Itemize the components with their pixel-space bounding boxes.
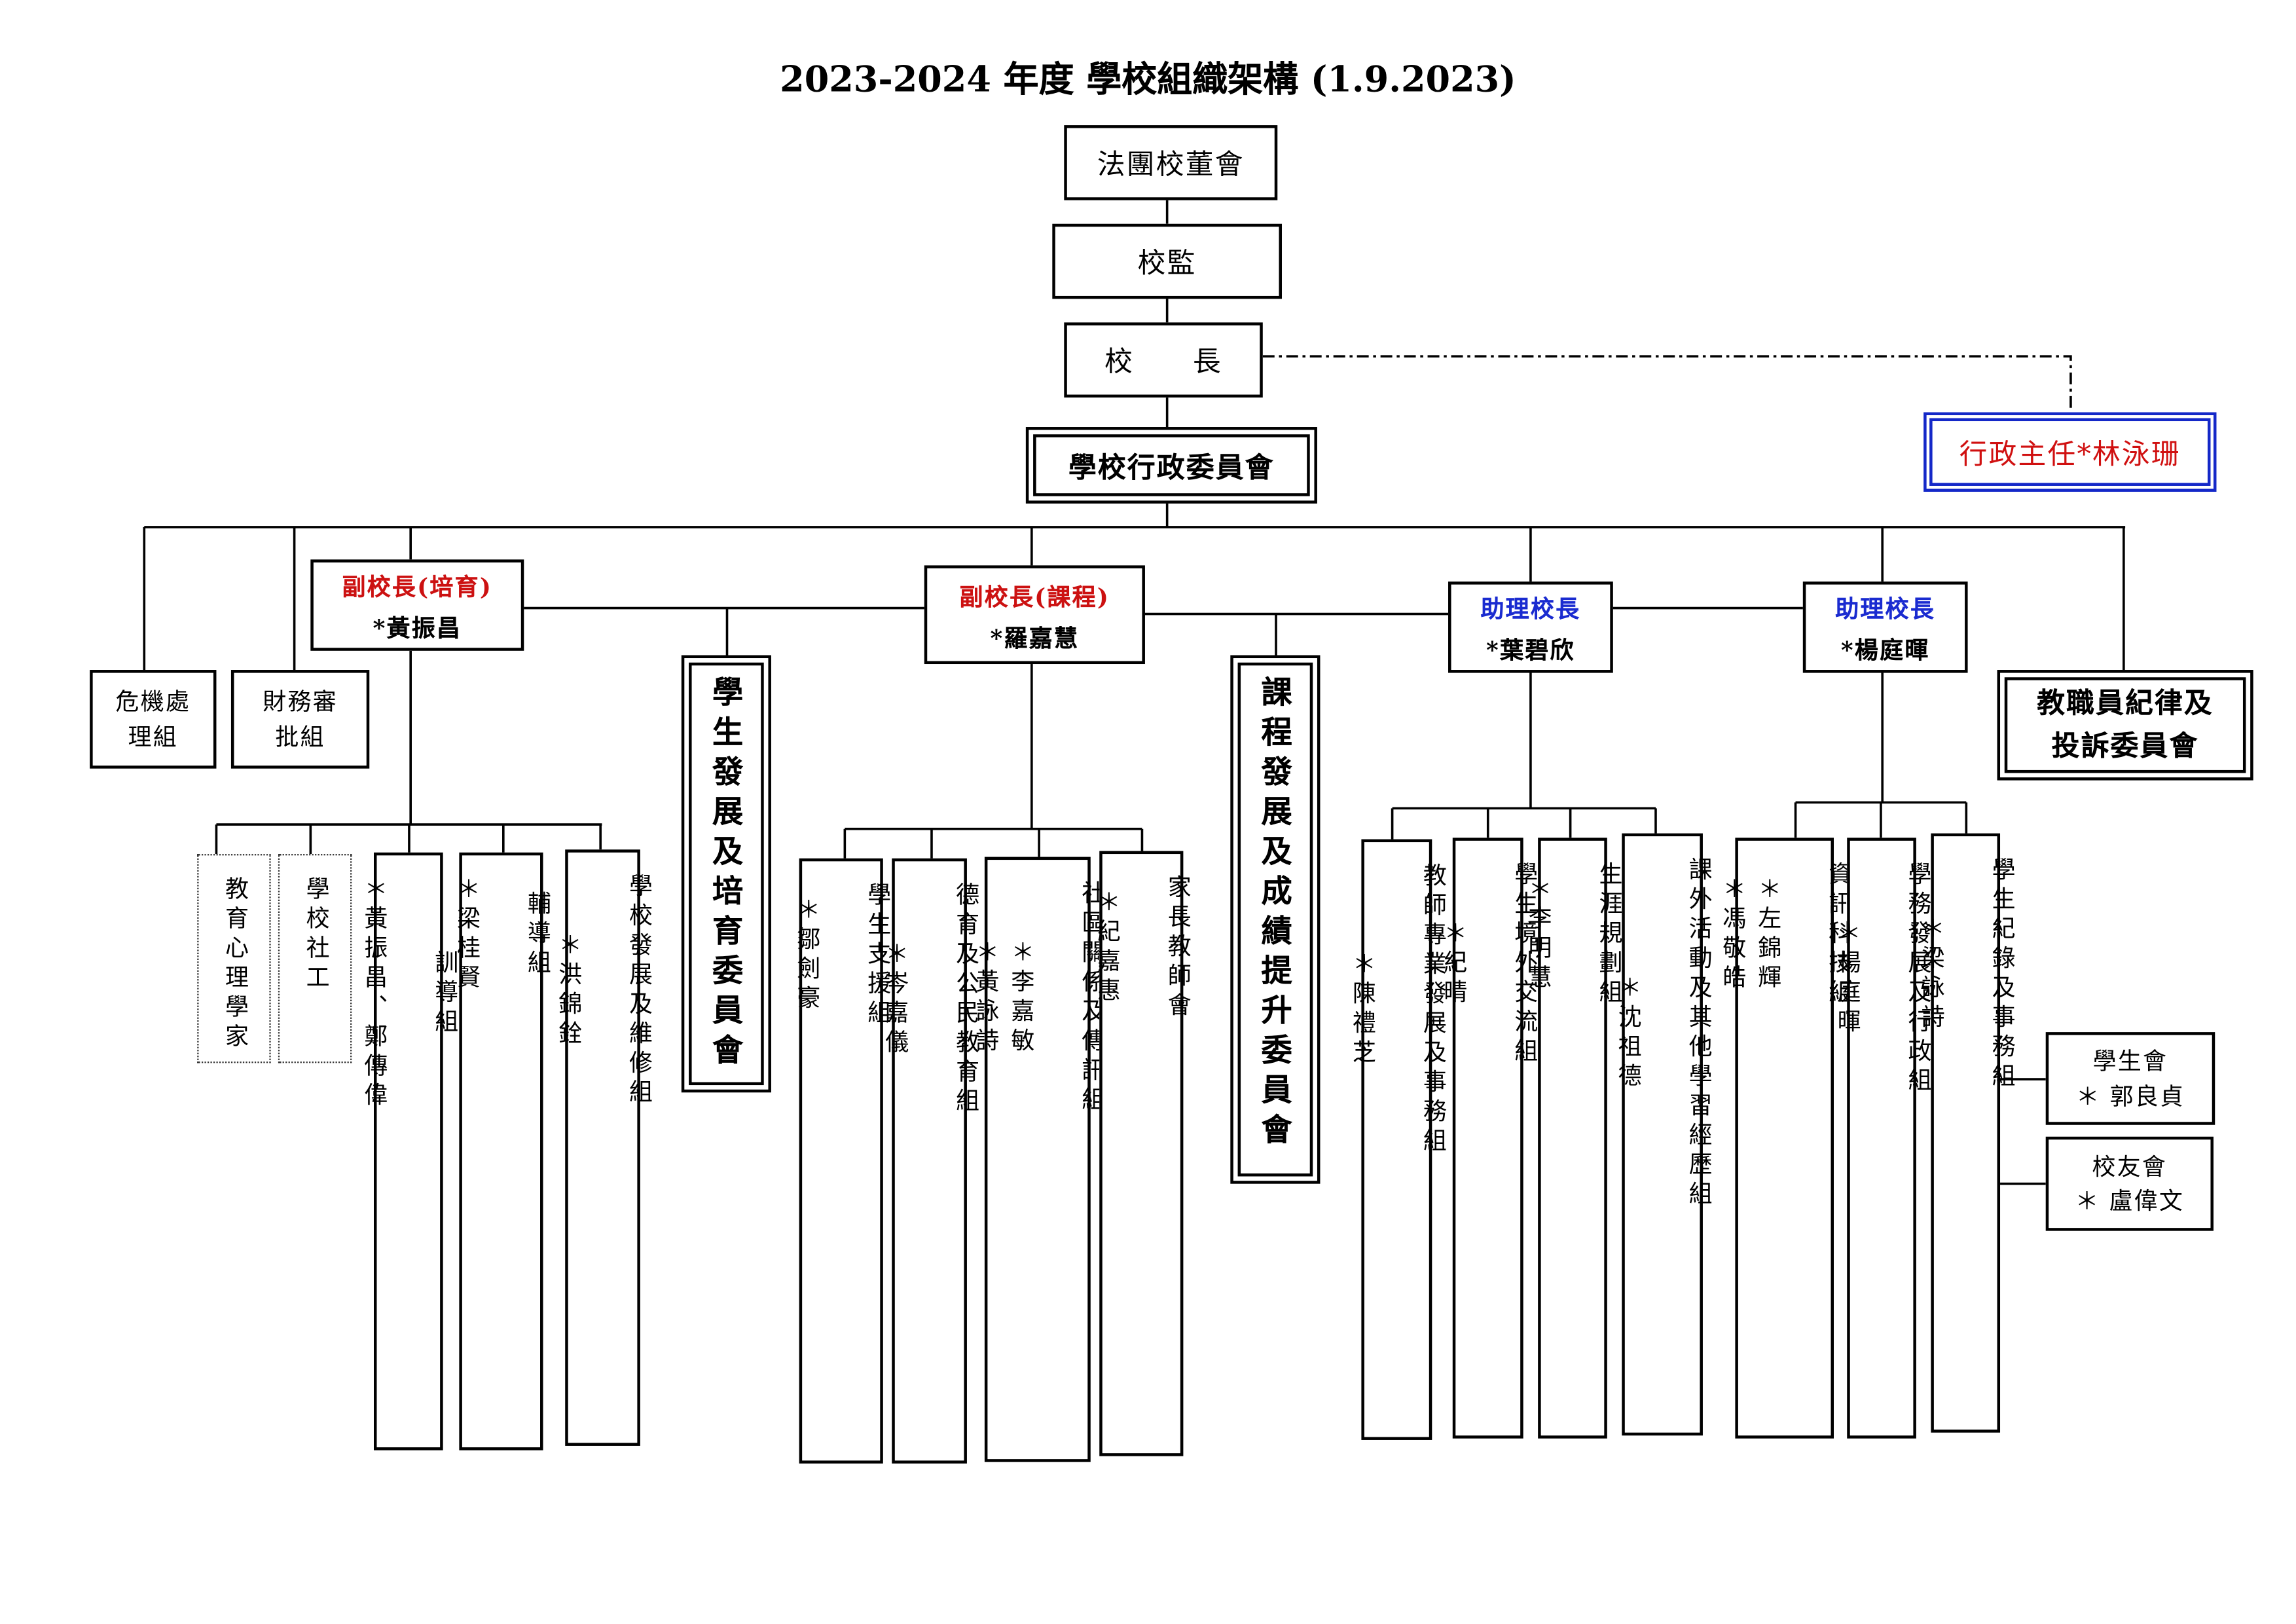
principal-box: 校 長 [1064, 322, 1263, 398]
group-community-relations: 社區關係及傳訊組 ＊李嘉敏 ＊黃詠詩 [972, 857, 1105, 1462]
group-label: 教育心理學家 [221, 876, 249, 1053]
school-board-box: 法團校董會 [1064, 125, 1278, 200]
staff-discipline-committee-box: 教職員紀律及 投訴委員會 [1997, 670, 2253, 781]
group-guidance: 輔導組 ＊梁桂賢 [452, 852, 551, 1450]
student-union-name: ＊ 郭良貞 [2075, 1081, 2185, 1110]
vp-nurturing-title: 副校長(培育) [342, 572, 493, 601]
group-label: 德育及公民教育組 ＊岑嘉儀 [881, 881, 980, 1118]
admin-committee-box: 學校行政委員會 [1025, 427, 1317, 504]
ap-ip-title: 助理校長 [1480, 595, 1581, 623]
vp-curriculum-name: *羅嘉慧 [990, 623, 1080, 652]
group-label: 學生支援組 ＊鄒劍豪 [792, 881, 892, 1029]
student-union-label: 學生會 [2092, 1047, 2168, 1076]
group-label: 輔導組 ＊梁桂賢 [452, 876, 551, 994]
vp-curriculum-box: 副校長(課程) *羅嘉慧 [924, 565, 1145, 665]
group-label: 教師專業發展及事務組 ＊陳禮芝 [1348, 862, 1447, 1158]
principal-label: 校 長 [1104, 346, 1222, 378]
group-pta: 家長教師會 ＊紀嘉惠 [1093, 851, 1192, 1456]
ap-yeung-title: 助理校長 [1835, 595, 1936, 623]
student-development-committee-label: 學生發展及培育委員會 [708, 676, 746, 1074]
group-label: 學生境外交流組 ＊紀晴 [1439, 861, 1539, 1068]
group-moral-civic: 德育及公民教育組 ＊岑嘉儀 [881, 858, 979, 1464]
crisis-team-box: 危機處 理組 [90, 670, 217, 769]
supervisor-box: 校監 [1052, 223, 1283, 299]
group-life-planning: 生涯規劃組 ＊李明慧 [1524, 838, 1622, 1439]
curriculum-committee-box: 課程發展及成績提升委員會 [1230, 655, 1321, 1184]
group-academic-admin: 學務發展及行政組 ＊楊庭暉 [1833, 838, 1931, 1439]
admin-committee-label: 學校行政委員會 [1068, 451, 1275, 484]
group-label: 學校發展及維修組 ＊洪錦銓 [554, 873, 653, 1109]
alumni-box: 校友會 ＊ 盧偉文 [2045, 1136, 2214, 1231]
school-board-label: 法團校董會 [1097, 149, 1245, 181]
group-label: 學校社工 [301, 876, 330, 994]
student-development-committee-box: 學生發展及培育委員會 [681, 655, 771, 1093]
group-teacher-development: 教師專業發展及事務組 ＊陳禮芝 [1348, 839, 1447, 1440]
ap-ip-box: 助理校長 *葉碧欣 [1448, 581, 1613, 673]
group-label: 課外活動及其他學習經歷組 ＊沈祖德 [1613, 857, 1713, 1211]
alumni-label: 校友會 [2092, 1153, 2168, 1181]
finance-team-label: 財務審 批組 [263, 688, 338, 750]
group-extracurricular: 課外活動及其他學習經歷組 ＊沈祖德 [1614, 833, 1713, 1436]
student-union-box: 學生會 ＊ 郭良貞 [2045, 1032, 2215, 1125]
vp-nurturing-box: 副校長(培育) *黃振昌 [310, 559, 524, 651]
ap-ip-name: *葉碧欣 [1486, 636, 1575, 665]
group-discipline: 訓導組 ＊黃振昌、鄭傳偉 [360, 852, 458, 1450]
group-exchange: 學生境外交流組 ＊紀晴 [1440, 838, 1538, 1439]
curriculum-committee-label: 課程發展及成績提升委員會 [1257, 676, 1295, 1153]
vp-nurturing-name: *黃振昌 [373, 614, 462, 642]
group-label: 訓導組 ＊黃振昌、鄭傳偉 [359, 876, 459, 1112]
group-student-support: 學生支援組 ＊鄒劍豪 [793, 858, 891, 1464]
ap-yeung-box: 助理校長 *楊庭暉 [1802, 581, 1968, 673]
finance-team-box: 財務審 批組 [230, 670, 370, 769]
alumni-name: ＊ 盧偉文 [2075, 1187, 2185, 1215]
group-label: 學生紀錄及事務組 ＊梁詠詩 [1917, 857, 2016, 1093]
admin-head-box: 行政主任*林泳珊 [1923, 412, 2217, 492]
group-student-records: 學生紀錄及事務組 ＊梁詠詩 [1917, 833, 2016, 1433]
crisis-team-label: 危機處 理組 [115, 688, 191, 750]
admin-head-label: 行政主任*林泳珊 [1959, 437, 2181, 471]
group-it: 資訊科技組 ＊左錦輝 ＊馮敬皓 [1719, 838, 1852, 1439]
ap-yeung-name: *楊庭暉 [1840, 636, 1930, 665]
group-label: 家長教師會 ＊紀嘉惠 [1093, 874, 1192, 1022]
group-label: 學務發展及行政組 ＊楊庭暉 [1832, 861, 1932, 1098]
group-label: 生涯規劃組 ＊李明慧 [1523, 861, 1623, 1009]
group-ed-psychologist: 教育心理學家 [197, 854, 271, 1063]
vp-curriculum-title: 副校長(課程) [959, 582, 1110, 610]
group-school-development: 學校發展及維修組 ＊洪錦銓 [554, 849, 653, 1446]
group-social-worker: 學校社工 [278, 854, 352, 1063]
supervisor-label: 校監 [1137, 247, 1197, 280]
staff-discipline-committee-label: 教職員紀律及 投訴委員會 [2037, 688, 2214, 762]
page-title: 2023-2024 年度 學校組織架構 (1.9.2023) [780, 57, 1516, 100]
group-label: 社區關係及傳訊組 ＊李嘉敏 ＊黃詠詩 [971, 880, 1106, 1116]
